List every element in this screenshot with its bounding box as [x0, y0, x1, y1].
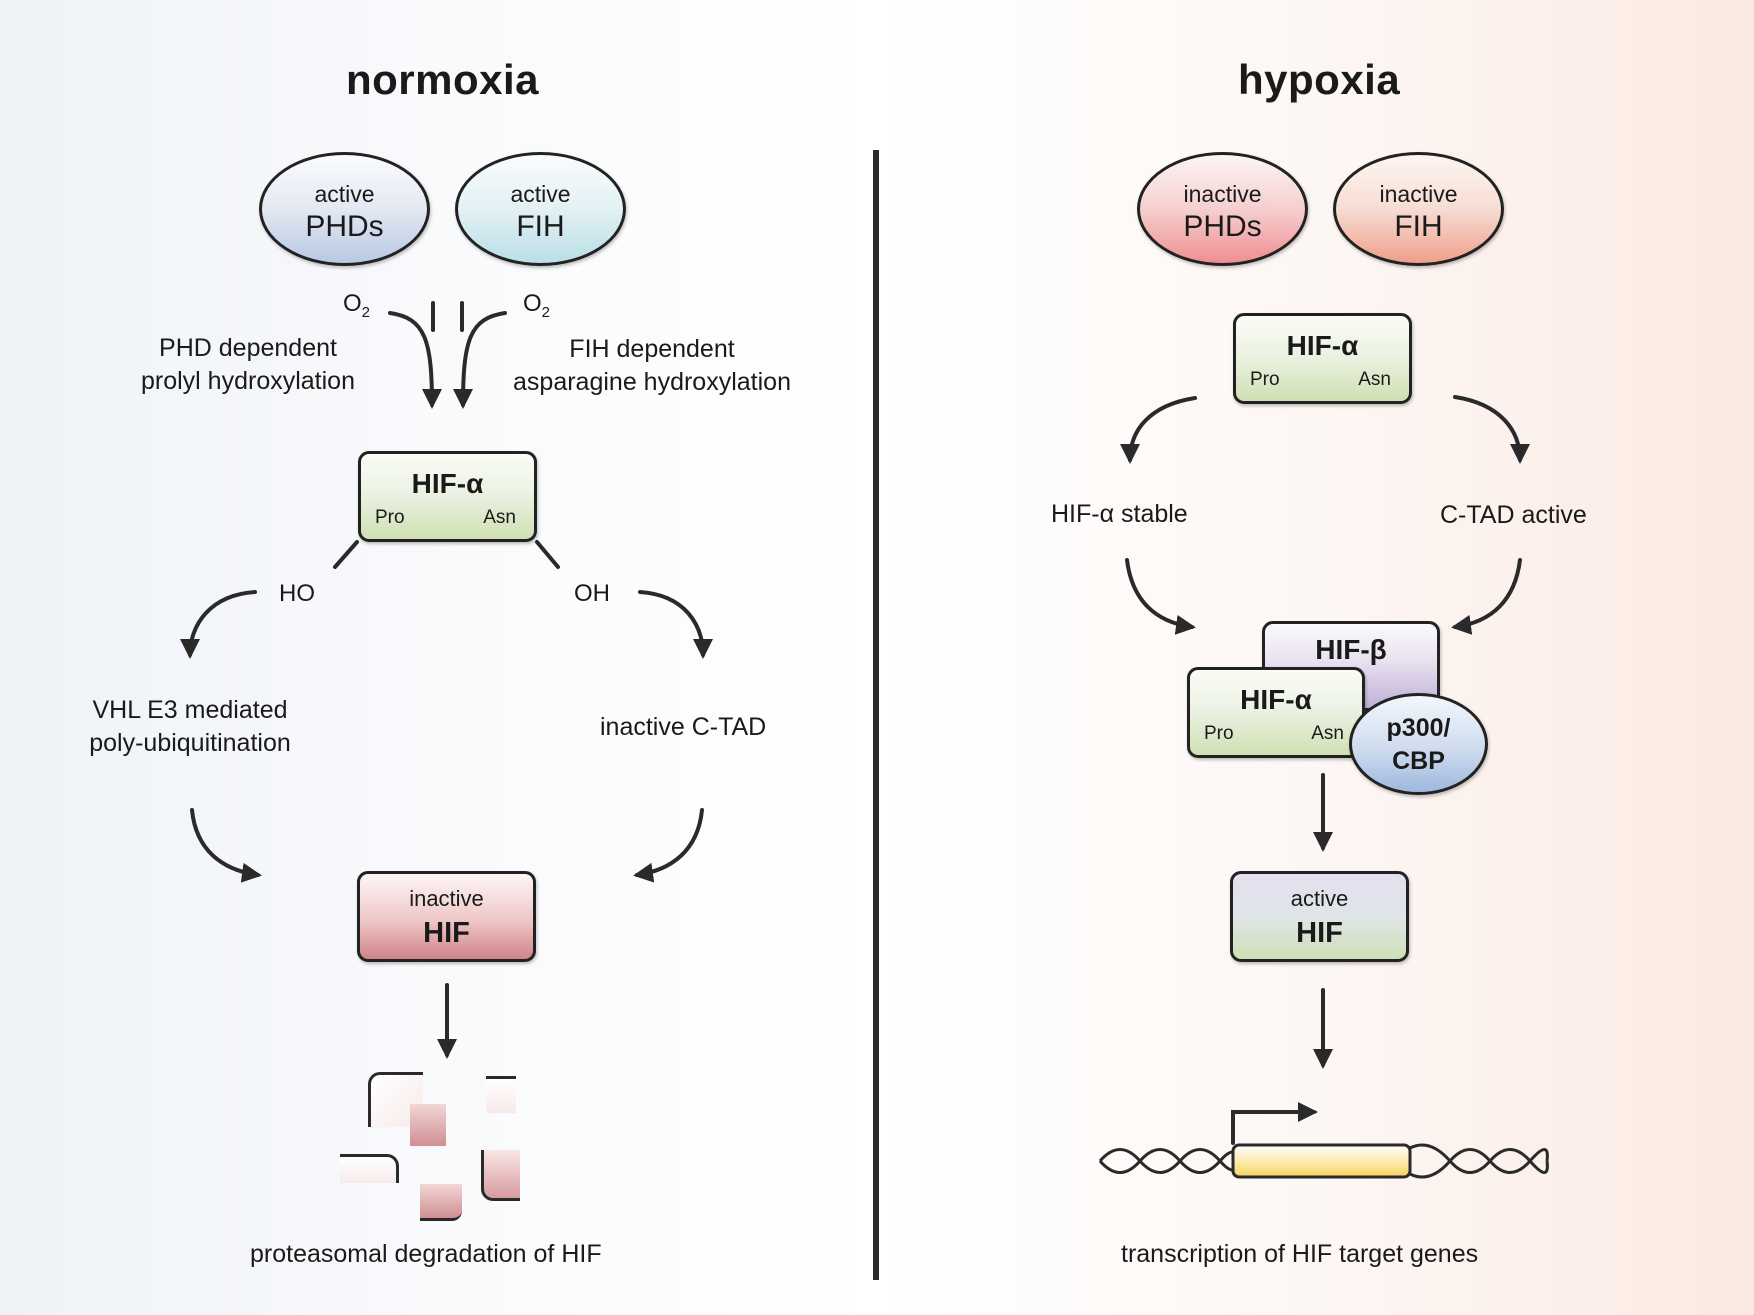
hif-alpha-name: HIF-α	[1286, 330, 1359, 361]
fih-name: FIH	[1394, 210, 1443, 243]
ctad-active-label: C-TAD active	[1440, 501, 1587, 529]
inactive-hif-box: inactive HIF	[357, 871, 536, 962]
inactive-hif-name: HIF	[423, 917, 470, 949]
target-gene	[1231, 1143, 1412, 1179]
ctad-to-inactive-arrow	[633, 808, 704, 883]
inactive-ctad-label: inactive C-TAD	[600, 713, 767, 741]
oh-to-ctad-arrow	[638, 590, 713, 659]
vhl-to-inactive-arrow	[190, 808, 262, 883]
p300-label: p300/	[1386, 714, 1451, 742]
inactive-phds-oval: inactive PHDs	[1137, 152, 1308, 266]
ho-label: HO	[279, 580, 315, 607]
fih-state: active	[510, 181, 571, 207]
normoxia-outcome: proteasomal degradation of HIF	[250, 1240, 602, 1268]
active-fih-oval: active FIH	[455, 152, 626, 266]
phd-state: active	[314, 181, 375, 207]
hif-alpha-box-hypoxia: HIF-α Pro Asn	[1233, 313, 1412, 404]
o2-right-label: O2	[523, 290, 551, 321]
asn-label: Asn	[1358, 369, 1391, 390]
phd-state: inactive	[1183, 181, 1262, 207]
ctad-to-complex-arrow	[1451, 558, 1522, 635]
o2-left-label: O2	[343, 290, 371, 321]
phd-name: PHDs	[1183, 210, 1262, 243]
normoxia-title: normoxia	[346, 56, 540, 103]
hypoxia-outcome: transcription of HIF target genes	[1121, 1240, 1479, 1268]
hif-beta-name: HIF-β	[1315, 634, 1387, 665]
cbp-label: CBP	[1392, 747, 1445, 775]
hypoxia-title: hypoxia	[1238, 56, 1401, 103]
stable-to-complex-arrow	[1125, 558, 1196, 635]
hif-alpha-box-normoxia: HIF-α Pro Asn	[358, 451, 537, 542]
transcription-start-arrow	[1231, 1102, 1318, 1145]
phd-process-label: PHD dependent prolyl hydroxylation	[141, 334, 355, 395]
o2-right-arrow	[453, 311, 507, 409]
asn-label: Asn	[483, 507, 516, 528]
pro-label: Pro	[375, 507, 405, 528]
oh-label: OH	[574, 580, 610, 607]
vhl-process-label: VHL E3 mediated poly-ubiquitination	[89, 696, 291, 757]
hif-to-stable-arrow	[1120, 396, 1197, 464]
ho-to-vhl-arrow	[180, 590, 257, 659]
fih-state: inactive	[1379, 181, 1458, 207]
fih-name: FIH	[516, 210, 565, 243]
phd-name: PHDs	[305, 210, 384, 243]
section-divider	[873, 150, 879, 1280]
inactive-hif-state: inactive	[409, 886, 484, 911]
complex-hif-alpha-box: HIF-α Pro Asn	[1187, 667, 1365, 758]
active-hif-name: HIF	[1296, 917, 1343, 949]
pro-label: Pro	[1204, 723, 1234, 744]
hif-to-ctad-arrow	[1453, 395, 1530, 464]
hif-alpha-stable-label: HIF-α stable	[1051, 500, 1188, 528]
active-hif-box: active HIF	[1230, 871, 1409, 962]
pro-label: Pro	[1250, 369, 1280, 390]
hif-alpha-name: HIF-α	[1240, 684, 1312, 715]
ho-bond	[333, 540, 359, 569]
dna-helix	[1098, 1143, 1549, 1179]
oh-bond	[535, 540, 560, 569]
asn-label: Asn	[1311, 723, 1344, 744]
active-hif-state: active	[1290, 886, 1349, 911]
fih-process-label: FIH dependent asparagine hydroxylation	[513, 335, 791, 396]
p300-cbp-oval: p300/ CBP	[1349, 693, 1488, 795]
inactive-fih-oval: inactive FIH	[1333, 152, 1504, 266]
o2-left-arrow	[388, 311, 442, 409]
active-phds-oval: active PHDs	[259, 152, 430, 266]
hif-alpha-name: HIF-α	[411, 468, 484, 499]
